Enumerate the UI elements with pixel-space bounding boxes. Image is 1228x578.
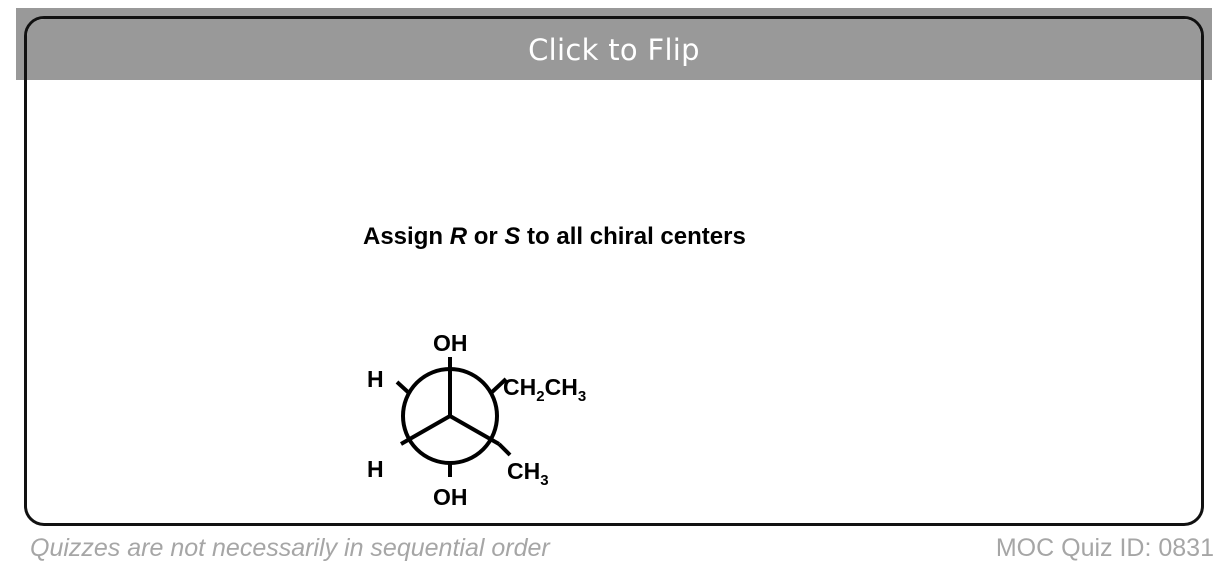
label-front-left: H [367,366,384,392]
footer-note: Quizzes are not necessarily in sequentia… [30,534,550,562]
bond-back-right-lower [497,442,512,457]
label-back-right-sub: 3 [540,472,548,489]
flip-label[interactable]: Click to Flip [528,32,700,67]
bond-back-upright [489,377,508,395]
label-front-right-ch: CH [503,374,536,400]
label-front-right: CH2CH3 [503,374,586,405]
label-back-bottom: OH [433,484,468,510]
label-back-right-ch: CH [507,458,540,484]
question-text: Assign R or S to all chiral centers [363,223,746,251]
question-middle: or [467,223,505,250]
bond-front-right [449,414,500,446]
bond-front-left [400,414,451,446]
label-front-right-tail-sub: 3 [578,388,586,405]
question-s: S [504,223,521,250]
label-front-left-text: H [367,366,384,392]
flip-bar[interactable]: Click to Flip [27,19,1201,80]
label-back-left-text: H [367,456,384,482]
question-prefix: Assign [363,223,450,250]
label-front-top: OH [433,330,468,356]
question-suffix: to all chiral centers [520,223,746,250]
flashcard[interactable]: Click to Flip Assign R or S to all chira… [24,16,1204,526]
quiz-id: MOC Quiz ID: 0831 [995,534,1214,562]
label-front-right-sub: 2 [536,388,544,405]
label-back-left: H [367,456,384,482]
bond-back-upleft [395,380,411,395]
label-back-right: CH3 [507,458,549,489]
label-front-right-tail: CH [545,374,578,400]
newman-projection: OH H CH2CH3 H CH3 OH [367,330,586,510]
question-r: R [449,223,468,250]
